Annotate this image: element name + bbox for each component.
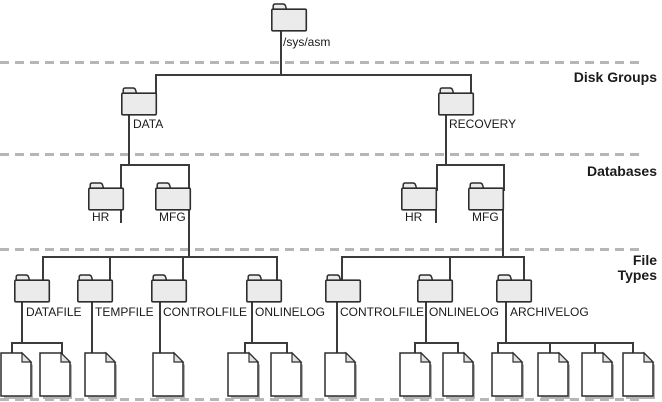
section-label-file-types-line2: Types — [617, 267, 657, 283]
node-label-datafile: DATAFILE — [26, 305, 82, 319]
connector — [497, 342, 499, 360]
section-label-file-types-line1: File — [632, 252, 657, 268]
section-divider-file-types — [0, 248, 645, 251]
folder-icon-mfg-recovery — [467, 180, 505, 212]
document-icon — [38, 351, 74, 400]
connector — [457, 342, 459, 360]
document-icon — [580, 351, 616, 400]
connector — [91, 298, 93, 360]
folder-icon-tempfile — [76, 272, 114, 304]
section-label-file-types: File Types — [618, 253, 657, 283]
connector-stub — [120, 207, 122, 223]
connector — [155, 74, 472, 76]
folder-icon-hr-recovery — [400, 180, 438, 212]
document-icon — [226, 351, 262, 400]
folder-icon-onlinelog-data — [245, 272, 283, 304]
folder-icon-controlfile-data — [150, 272, 188, 304]
connector — [244, 342, 288, 344]
connector — [414, 342, 459, 344]
connector — [109, 256, 111, 283]
node-label-controlfile-data: CONTROLFILE — [163, 305, 248, 319]
folder-icon-mfg-data — [154, 180, 192, 212]
connector — [502, 207, 504, 258]
connector — [549, 342, 551, 360]
connector — [632, 342, 634, 360]
connector — [280, 20, 282, 76]
connector — [11, 342, 63, 344]
connector — [120, 164, 190, 166]
folder-icon-hr-data — [87, 180, 125, 212]
node-label-onlinelog-data: ONLINELOG — [255, 305, 326, 319]
connector — [594, 342, 596, 360]
document-icon — [83, 351, 119, 400]
connector-stub — [435, 207, 437, 223]
connector — [42, 256, 278, 258]
connector — [42, 256, 44, 283]
connector — [449, 256, 451, 283]
connector — [445, 108, 447, 166]
connector — [341, 256, 343, 283]
connector — [425, 298, 427, 344]
node-label-recovery: RECOVERY — [449, 117, 517, 131]
connector — [470, 74, 472, 96]
connector — [244, 342, 246, 360]
connector — [188, 164, 190, 191]
connector — [120, 164, 122, 191]
folder-icon-data — [120, 85, 158, 117]
folder-icon-archivelog — [495, 272, 533, 304]
document-icon — [621, 351, 657, 400]
section-divider-databases — [0, 153, 645, 156]
folder-icon-root — [270, 1, 308, 33]
folder-icon-onlinelog-recovery — [416, 272, 454, 304]
connector — [11, 342, 13, 360]
connector — [61, 342, 63, 360]
node-label-archivelog: ARCHIVELOG — [510, 305, 589, 319]
node-label-root: /sys/asm — [283, 35, 331, 49]
document-icon — [490, 351, 526, 400]
document-icon — [441, 351, 477, 400]
document-icon — [536, 351, 572, 400]
node-label-hr-data: HR — [92, 210, 110, 224]
folder-icon-recovery — [437, 85, 475, 117]
document-icon — [323, 351, 359, 400]
connector — [436, 164, 505, 166]
node-label-data: DATA — [133, 117, 164, 131]
connector — [159, 298, 161, 360]
connector — [523, 256, 525, 283]
folder-icon-datafile — [13, 272, 51, 304]
connector — [436, 164, 438, 191]
document-icon — [398, 351, 434, 400]
section-divider-disk-groups — [0, 61, 645, 64]
document-icon — [0, 351, 35, 400]
connector — [188, 207, 190, 258]
section-label-databases: Databases — [586, 163, 657, 179]
node-label-onlinelog-recovery: ONLINELOG — [429, 305, 500, 319]
node-label-tempfile: TEMPFILE — [95, 305, 154, 319]
section-divider-bottom — [0, 398, 645, 401]
connector — [128, 108, 130, 166]
document-icon — [151, 351, 187, 400]
connector — [286, 342, 288, 360]
section-label-disk-groups: Disk Groups — [573, 69, 657, 85]
connector — [155, 74, 157, 96]
node-label-hr-recovery: HR — [405, 210, 423, 224]
connector — [182, 256, 184, 283]
connector — [503, 164, 505, 191]
document-icon — [269, 351, 305, 400]
connector — [505, 298, 507, 344]
folder-icon-controlfile-recovery — [324, 272, 362, 304]
connector — [336, 298, 338, 360]
connector — [414, 342, 416, 360]
node-label-mfg-recovery: MFG — [472, 210, 499, 224]
node-label-controlfile-recovery: CONTROLFILE — [340, 305, 425, 319]
connector — [21, 298, 23, 344]
connector — [341, 256, 525, 258]
connector — [276, 256, 278, 283]
connector — [497, 342, 634, 344]
connector — [251, 298, 253, 344]
node-label-mfg-data: MFG — [159, 210, 186, 224]
